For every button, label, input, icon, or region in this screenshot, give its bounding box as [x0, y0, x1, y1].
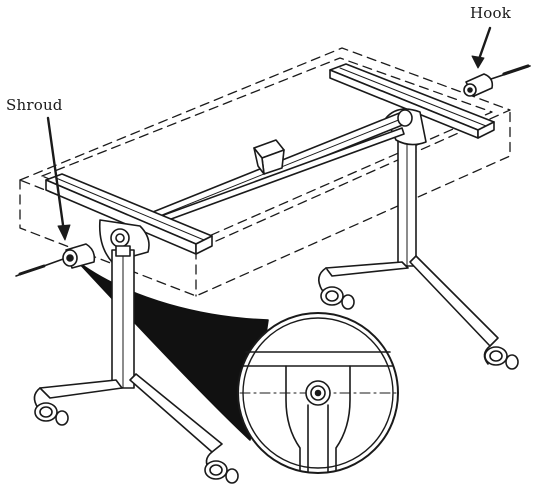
hook-label: Hook	[470, 4, 512, 22]
detail-callout	[237, 312, 399, 474]
hook-leader-arrow	[471, 26, 492, 69]
shroud-leader-arrow	[46, 116, 71, 241]
left-leg-assembly	[33, 173, 239, 484]
center-bracket	[253, 139, 285, 175]
shroud-label: Shroud	[6, 96, 63, 114]
shroud	[15, 243, 96, 277]
hook	[463, 64, 531, 97]
